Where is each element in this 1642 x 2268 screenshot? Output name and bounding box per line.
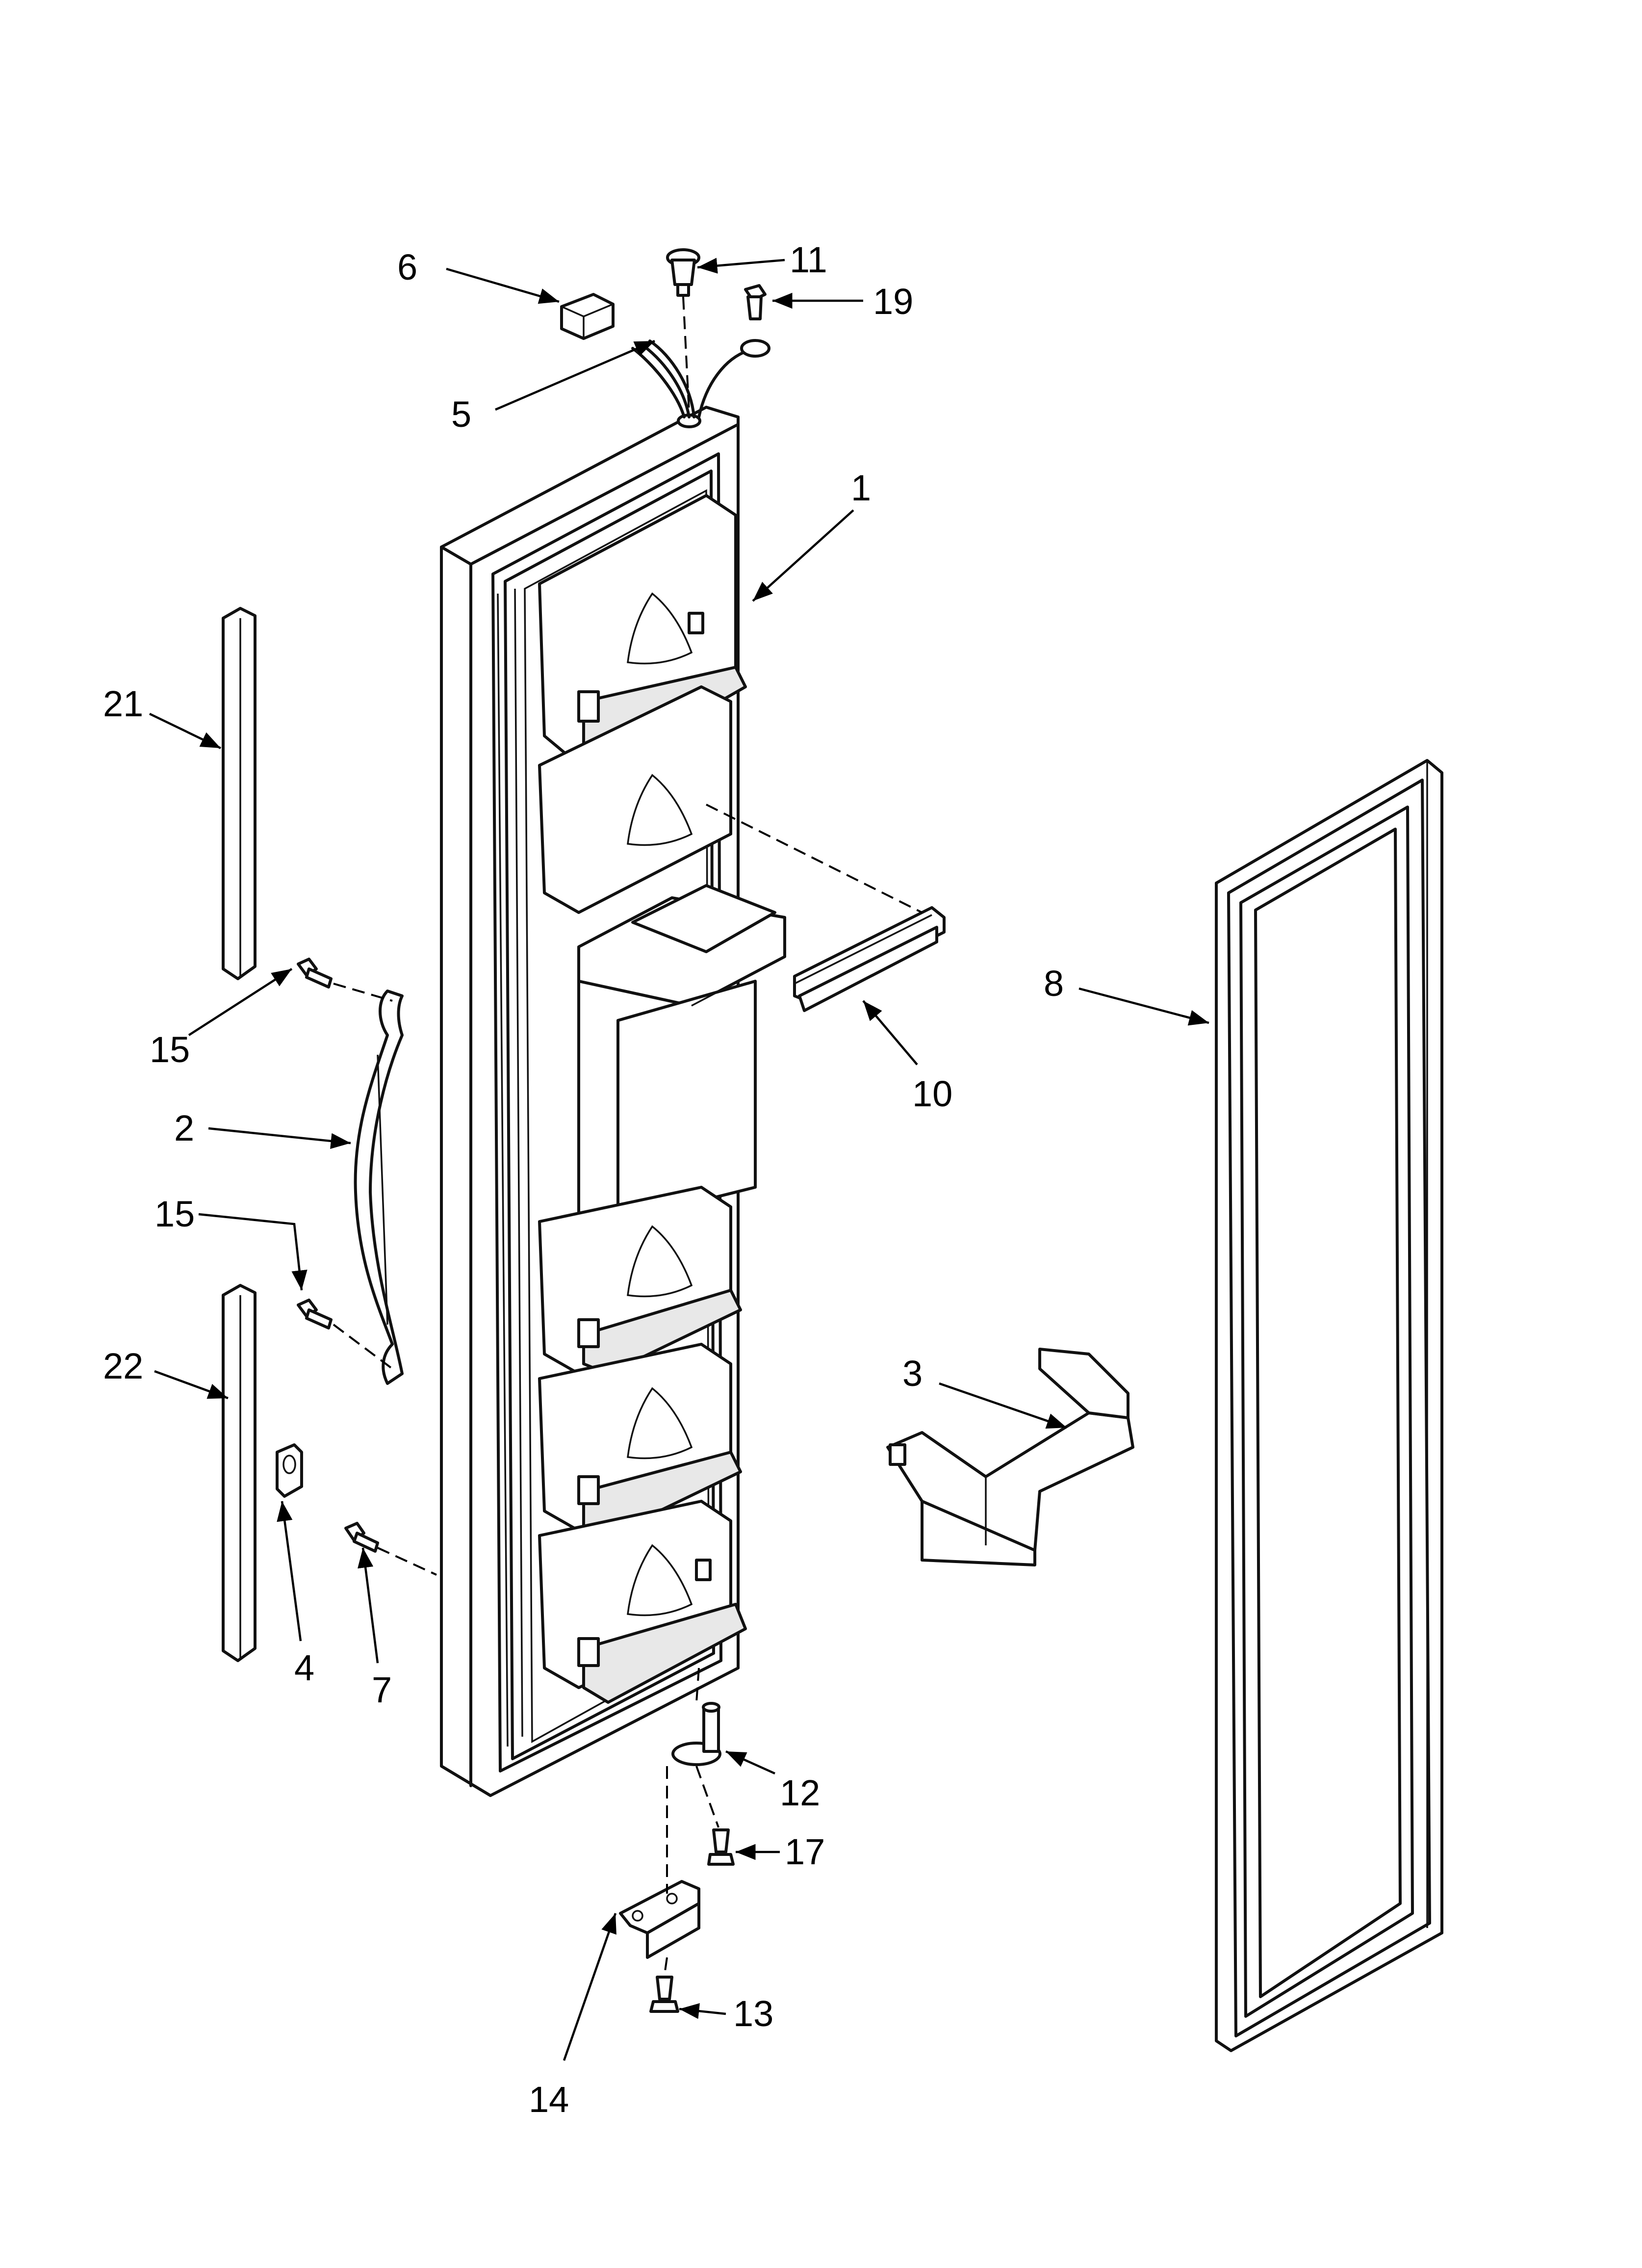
hinge-bracket — [619, 1880, 700, 1959]
callout-17: 17 — [785, 1831, 825, 1872]
callout-leaders — [149, 258, 1209, 2061]
door-assembly — [440, 406, 786, 1797]
callout-11: 11 — [790, 239, 827, 280]
door-shelf-lower-1 — [538, 1186, 742, 1375]
callout-8: 8 — [1044, 963, 1064, 1004]
hinge-plug — [666, 248, 700, 297]
callout-13: 13 — [733, 1993, 773, 2034]
callout-1: 1 — [851, 468, 871, 508]
door-gasket — [1215, 759, 1443, 2052]
assembly-dashed-lines — [333, 296, 923, 1975]
screw-13 — [649, 1976, 679, 2013]
callout-22: 22 — [103, 1346, 143, 1386]
callout-12: 12 — [780, 1773, 820, 1813]
dispenser-chute — [577, 884, 786, 1223]
callout-14: 14 — [529, 2079, 569, 2120]
callout-10: 10 — [912, 1073, 952, 1114]
callout-5: 5 — [451, 394, 471, 435]
callout-7: 7 — [372, 1669, 392, 1710]
callout-labels: 1 2 3 4 5 6 7 8 10 11 12 13 14 15 15 17 … — [103, 239, 1064, 2120]
door-trim-upper — [222, 607, 257, 980]
callout-21: 21 — [103, 683, 143, 724]
screw-17 — [707, 1828, 735, 1866]
wire-connector — [560, 293, 615, 340]
dispenser-trim — [793, 906, 946, 1012]
door-shelf-lower-3 — [538, 1500, 747, 1704]
callout-2: 2 — [174, 1108, 194, 1148]
door-bin — [886, 1348, 1134, 1566]
callout-6: 6 — [397, 247, 417, 287]
door-screw-holes — [497, 588, 523, 1747]
callout-15-lower: 15 — [154, 1194, 195, 1234]
door-shelf-lower-2 — [538, 1343, 742, 1537]
screw-7 — [344, 1522, 379, 1553]
callout-15-upper: 15 — [150, 1029, 190, 1070]
screw-15-upper — [297, 958, 333, 989]
screw-19 — [744, 284, 767, 320]
callout-19: 19 — [873, 281, 913, 322]
callout-3: 3 — [902, 1353, 923, 1394]
hinge-clip — [276, 1443, 303, 1498]
wire-harness — [631, 339, 770, 418]
hinge-pin — [671, 1702, 721, 1766]
screw-15-lower — [297, 1299, 333, 1330]
door-handle — [354, 990, 404, 1385]
door-trim-lower — [222, 1284, 257, 1662]
callout-4: 4 — [294, 1647, 314, 1688]
door-shelf-2 — [538, 685, 732, 914]
